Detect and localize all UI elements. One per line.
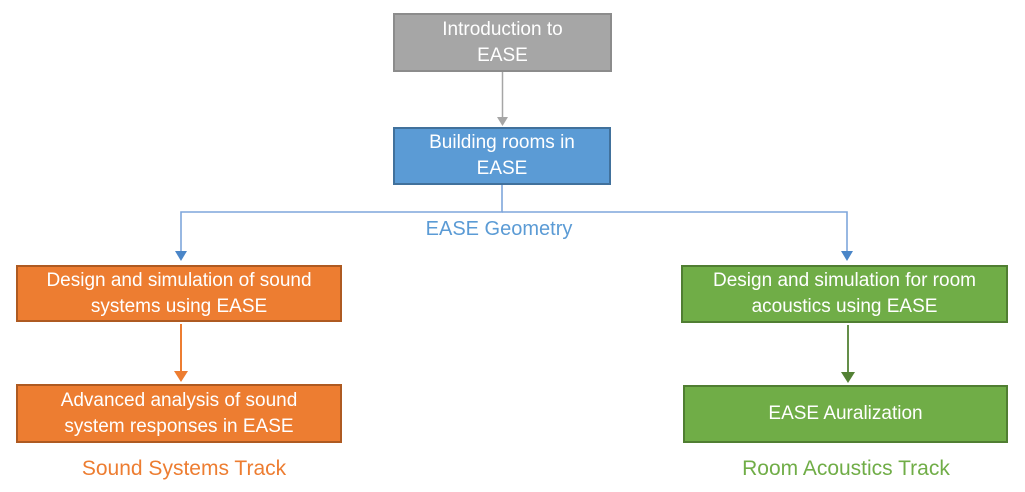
node-text: Design and simulation for room [713,270,976,291]
arrow-design-room-to-auralization [841,325,855,383]
node-text: systems using EASE [90,295,268,317]
node-text: EASE [477,44,528,66]
arrow-intro-to-building [497,72,508,126]
room-acoustics-track-label: Room Acoustics Track [742,457,950,480]
sound-systems-track-label: Sound Systems Track [81,457,287,480]
node-text: acoustics using EASE [751,296,938,317]
node-text: EASE Auralization [768,403,923,424]
node-text: Advanced analysis of sound [60,389,298,411]
node-text: Building rooms in [429,132,575,153]
node-design-simulation-room-acoustics: Design and simulation for room acoustics… [681,265,1008,323]
node-text: system responses in EASE [64,415,294,437]
node-introduction-to-ease: Introduction to EASE [393,13,612,72]
node-building-rooms-in-ease: Building rooms in EASE [393,127,611,185]
arrow-design-sound-to-advanced [174,324,188,382]
node-text: EASE [476,158,528,179]
ease-geometry-label: EASE Geometry [425,218,573,240]
node-design-simulation-sound-systems: Design and simulation of sound systems u… [16,265,342,322]
node-ease-auralization: EASE Auralization [683,385,1008,443]
node-advanced-analysis-sound-system: Advanced analysis of sound system respon… [16,384,342,443]
node-text: Introduction to [442,18,563,40]
node-text: Design and simulation of sound [46,269,312,291]
